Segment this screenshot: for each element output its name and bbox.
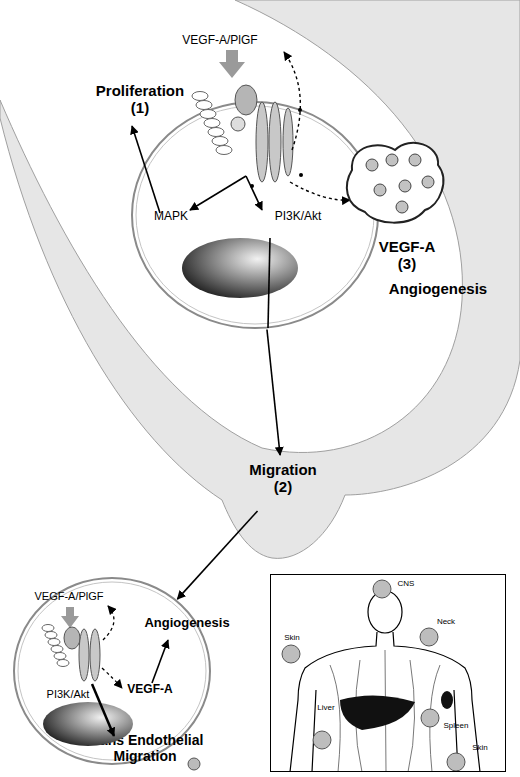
ig-domain xyxy=(196,101,212,110)
step-label: Migration (2) xyxy=(240,461,326,496)
nucleus xyxy=(182,238,298,298)
pathway-name: PI3K/Akt xyxy=(32,688,104,701)
ig-domain xyxy=(48,639,60,646)
tumor-site xyxy=(282,645,300,663)
ig-domain xyxy=(212,137,228,146)
ig-domain xyxy=(208,128,224,137)
secretion-arrow xyxy=(290,182,350,200)
flow-arrow xyxy=(177,511,257,599)
signal-line xyxy=(268,238,270,328)
body-outline xyxy=(312,690,458,771)
signal-arrow xyxy=(92,684,114,736)
tumor-site xyxy=(373,580,391,598)
ig-domain xyxy=(45,632,57,639)
signal-arrow xyxy=(152,640,168,683)
phospho-dot xyxy=(299,173,303,177)
vessel-wall xyxy=(0,0,520,558)
flow-arrow xyxy=(267,329,280,455)
site-label: Neck xyxy=(431,617,461,626)
nucleus xyxy=(43,702,133,746)
process-label: Trans Endothelial Migration xyxy=(70,732,220,764)
phospho-dot xyxy=(298,108,302,112)
receptor-domain xyxy=(79,629,89,681)
vessel-wall-band: Migration (2) xyxy=(222,455,344,511)
spleen-organ xyxy=(441,691,453,709)
cell-membrane xyxy=(136,106,374,324)
tumor-site xyxy=(421,709,439,727)
vessel-cell xyxy=(396,201,408,213)
receptor-domain xyxy=(90,629,100,681)
site-label: Spleen xyxy=(439,721,473,730)
vessel-cell xyxy=(374,184,386,196)
vessel-cell xyxy=(409,154,421,166)
receptor-domain xyxy=(256,102,268,182)
site-label: Skin xyxy=(465,743,495,752)
ig-domain xyxy=(204,119,220,128)
secretion-arrow xyxy=(102,668,122,688)
ligand-arrow xyxy=(219,50,245,78)
site-label: Liver xyxy=(311,703,341,712)
ligand-arrow xyxy=(61,607,79,628)
vessel-cell xyxy=(399,180,411,192)
liver-organ xyxy=(340,695,415,730)
receptor-domain xyxy=(283,108,293,176)
ig-domain xyxy=(42,625,54,632)
vessel-cell xyxy=(422,176,434,188)
phospho-dot xyxy=(250,184,254,188)
cell-body: MAPK PI3K/Akt xyxy=(130,100,380,330)
signal-arrow xyxy=(190,176,246,210)
ig-domain xyxy=(200,110,216,119)
body-outline xyxy=(290,632,480,771)
vessel-cell xyxy=(366,159,378,171)
process-label: Angiogenesis xyxy=(132,616,242,631)
receptor-domain xyxy=(269,102,281,182)
vessel-blob xyxy=(347,143,443,223)
ig-domain xyxy=(57,660,69,667)
ligand-label: VEGF-A/PlGF xyxy=(14,590,124,603)
tumor-site xyxy=(313,731,331,749)
process-label: Angiogenesis xyxy=(378,280,498,297)
pathway-name: MAPK xyxy=(140,210,202,224)
tumor-site xyxy=(447,753,465,771)
body-head xyxy=(368,591,402,633)
tumor-site xyxy=(420,628,438,646)
vessel-cell xyxy=(386,154,398,166)
factor-label: VEGF-A xyxy=(115,683,185,697)
ig-domain xyxy=(216,146,232,155)
site-label: CNS xyxy=(391,579,421,588)
ligand xyxy=(64,627,80,649)
ligand xyxy=(231,117,245,131)
inset-panel: CNSNeckSkinLiverSpleenSkin xyxy=(270,574,506,772)
signal-arrow xyxy=(246,176,262,210)
ligand xyxy=(235,85,257,115)
step-label: Proliferation (1) xyxy=(90,82,190,117)
pathway-name: PI3K/Akt xyxy=(256,210,340,224)
ligand-label: VEGF-A/PlGF xyxy=(160,34,280,48)
autocrine-arrow xyxy=(284,52,300,150)
site-label: Skin xyxy=(277,633,307,642)
autocrine-arrow xyxy=(103,606,114,640)
ig-domain xyxy=(51,646,63,653)
signal-arrow xyxy=(132,126,160,213)
ig-domain xyxy=(54,653,66,660)
step-label: VEGF-A (3) xyxy=(372,238,442,273)
migrating-cell xyxy=(188,758,200,770)
cell-membrane xyxy=(132,102,378,328)
ig-domain xyxy=(192,92,208,101)
lymph-vessel xyxy=(330,650,440,771)
